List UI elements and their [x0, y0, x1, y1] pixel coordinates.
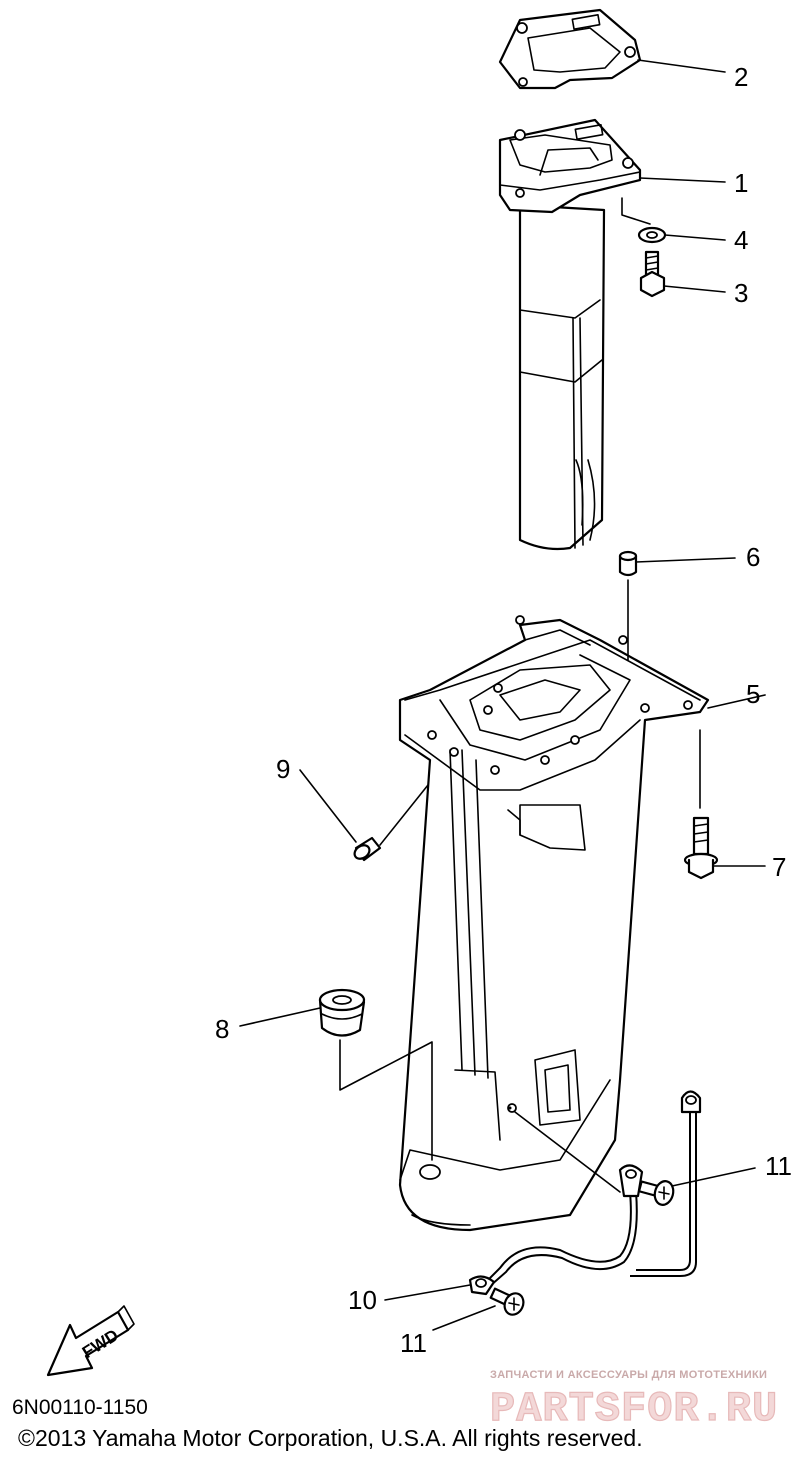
watermark-brand: PARTSFOR.RU: [490, 1385, 778, 1433]
leader-lines: [239, 59, 766, 1331]
part-9-dowel-pin: [353, 836, 382, 862]
part-7-flange-bolt: [683, 816, 719, 880]
watermark-tagline: ЗАПЧАСТИ И АКСЕССУАРЫ ДЛЯ МОТОТЕХНИКИ: [490, 1369, 767, 1381]
callout-7: 7: [772, 852, 786, 882]
part-2-gasket: [498, 8, 642, 90]
part-4-washer: [637, 226, 667, 244]
callout-10: 10: [348, 1285, 377, 1315]
callout-5: 5: [746, 679, 760, 709]
partsfor-watermark: ЗАПЧАСТИ И АКСЕССУАРЫ ДЛЯ МОТОТЕХНИКИ PA…: [489, 1369, 778, 1434]
callout-2: 2: [734, 62, 748, 92]
part-6-dowel-pin: [618, 550, 638, 577]
callout-3: 3: [734, 278, 748, 308]
part-5-upper-casing: [398, 615, 710, 1232]
callout-4: 4: [734, 225, 748, 255]
part-1-exhaust-guide: [498, 118, 642, 551]
part-8-grommet: [318, 988, 366, 1037]
part-10-ground-lead: [468, 1090, 702, 1296]
copyright-notice: ©2013 Yamaha Motor Corporation, U.S.A. A…: [18, 1425, 643, 1451]
callout-8: 8: [215, 1014, 229, 1044]
callout-1: 1: [734, 168, 748, 198]
fwd-arrow-icon: FWD: [46, 1305, 135, 1377]
part-11-screw-lower: [489, 1287, 525, 1316]
part-11-screw-upper: [637, 1180, 675, 1206]
callout-9: 9: [276, 754, 290, 784]
callout-labels: 2 1 4 3 6 5 9 7 8 11 10 11: [215, 62, 792, 1358]
callout-11-lower: 11: [400, 1328, 427, 1358]
callout-11-upper: 11: [765, 1151, 792, 1181]
diagram-code: 6N00110-1150: [12, 1396, 148, 1419]
callout-6: 6: [746, 542, 760, 572]
part-3-bolt: [639, 250, 666, 298]
